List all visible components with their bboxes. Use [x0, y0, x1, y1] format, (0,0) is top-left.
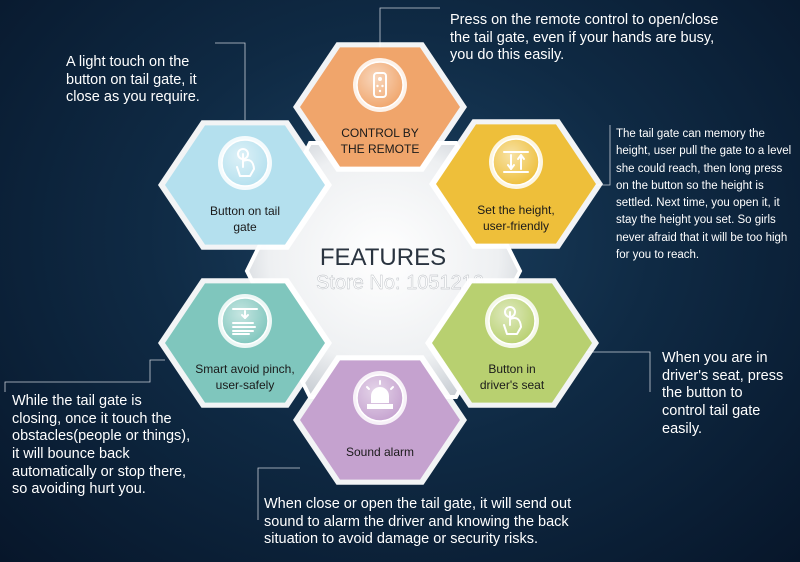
leader-line-driver	[582, 351, 651, 392]
description-alarm: When close or open the tail gate, it wil…	[264, 496, 572, 548]
feature-hexagons: CONTROL BY THE REMOTE Set the height, user-…	[158, 42, 603, 485]
feature-label-height: Set the height,	[477, 203, 554, 217]
store-watermark: Store No: 1051210	[316, 272, 484, 294]
feature-label-pinch: user-safely	[216, 378, 275, 392]
feature-hexagon-alarm: Sound alarm	[293, 355, 467, 485]
finger-press-icon	[485, 294, 539, 348]
feature-label-pinch: Smart avoid pinch,	[195, 362, 294, 376]
feature-hexagon-driver: Button in driver's seat	[425, 278, 599, 408]
feature-label-alarm: Sound alarm	[346, 445, 414, 459]
feature-hexagon-height: Set the height, user-friendly	[429, 119, 603, 249]
feature-label-button: Button on tail	[210, 204, 280, 218]
feature-label-driver: driver's seat	[480, 378, 545, 392]
feature-hexagon-button: Button on tail gate	[158, 120, 332, 250]
feature-label-height: user-friendly	[483, 219, 549, 233]
hand-stop-icon	[218, 294, 272, 348]
feature-label-button: gate	[233, 220, 257, 234]
height-adjust-icon	[489, 135, 543, 189]
feature-label-remote: THE REMOTE	[341, 142, 420, 156]
description-driver: When you are in driver's seat, press the…	[662, 350, 784, 437]
feature-label-driver: Button in	[488, 362, 535, 376]
leader-line-button	[215, 42, 246, 120]
description-height: The tail gate can memory the height, use…	[616, 128, 792, 261]
description-button: A light touch on the button on tail gate…	[66, 54, 200, 106]
feature-hexagon-pinch: Smart avoid pinch, user-safely	[158, 278, 332, 408]
feature-hexagon-remote: CONTROL BY THE REMOTE	[293, 42, 467, 172]
hand-touch-icon	[218, 136, 272, 190]
description-remote: Press on the remote control to open/clos…	[450, 12, 719, 64]
remote-control-icon	[353, 58, 407, 112]
alarm-light-icon	[353, 371, 407, 425]
description-pinch: While the tail gate is closing, once it …	[12, 393, 191, 498]
leader-line-pinch	[4, 359, 165, 392]
leader-line-alarm	[257, 467, 300, 520]
center-title: FEATURES	[320, 244, 446, 271]
feature-label-remote: CONTROL BY	[341, 126, 419, 140]
